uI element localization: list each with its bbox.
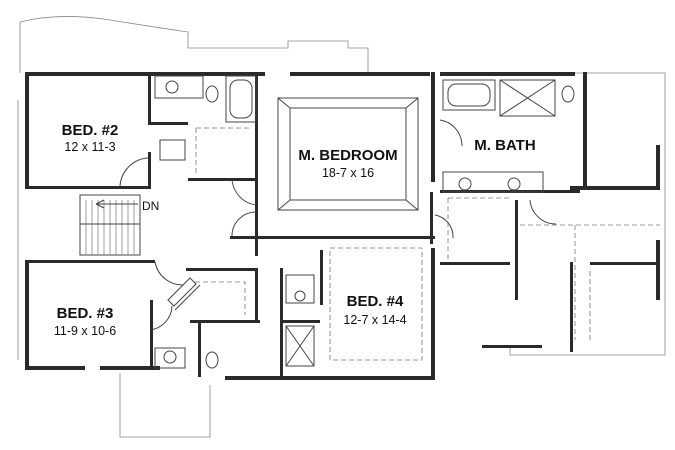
bed4-dims: 12-7 x 14-4: [343, 313, 406, 327]
mbedroom-name: M. BEDROOM: [298, 147, 397, 164]
bath-fixtures: [154, 75, 575, 369]
exterior-walls: [25, 72, 660, 380]
mbath-name: M. BATH: [474, 137, 535, 154]
interior-walls: [25, 72, 660, 380]
bed2-name: BED. #2: [62, 122, 119, 139]
bed2-dims: 12 x 11-3: [64, 140, 115, 154]
stair-dn-label: DN: [142, 199, 159, 213]
bed3-dims: 11-9 x 10-6: [54, 324, 116, 338]
bed3-name: BED. #3: [57, 305, 114, 322]
bed4-name: BED. #4: [347, 293, 404, 310]
door-swings: [119, 119, 557, 331]
mbedroom-dims: 18-7 x 16: [322, 166, 374, 180]
ceiling-features: [195, 97, 660, 361]
staircase: [79, 194, 141, 256]
roof-outline: [17, 16, 666, 438]
